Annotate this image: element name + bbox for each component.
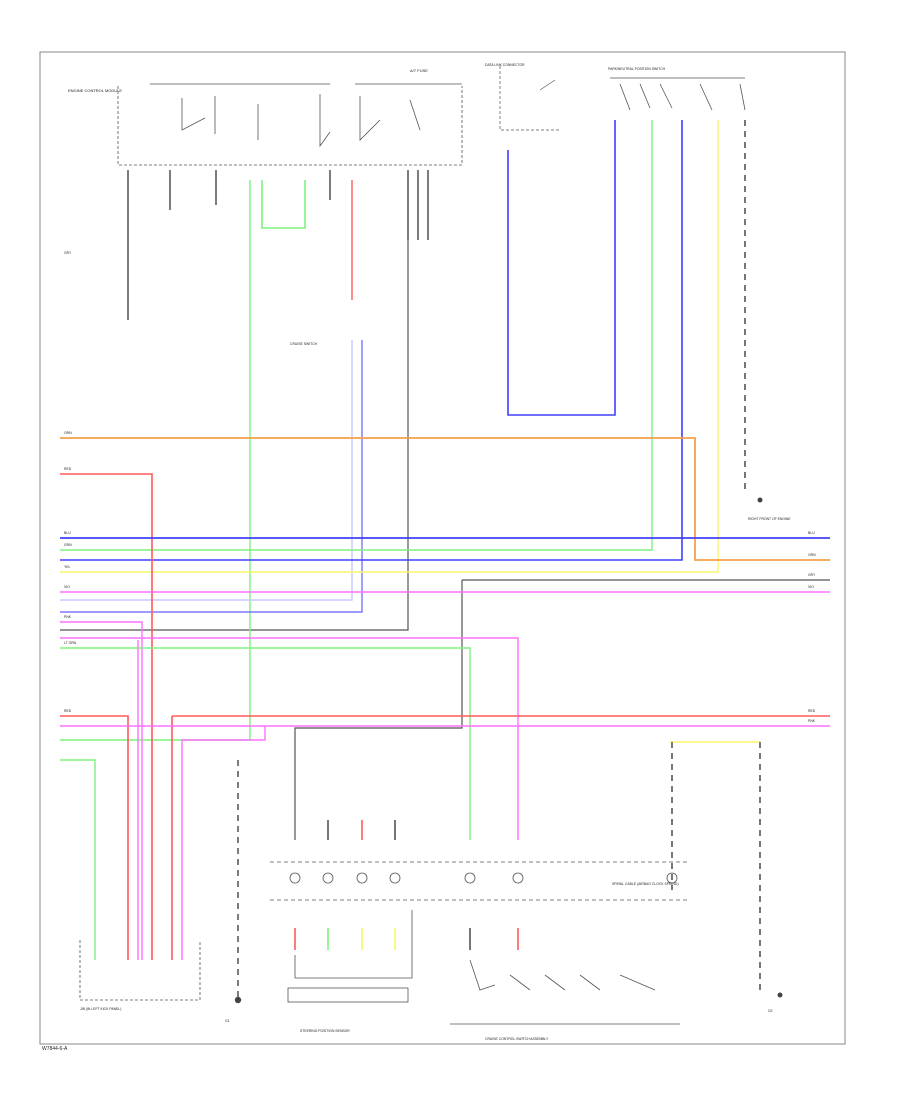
ground-g2: [757, 497, 783, 998]
wire-gray-h: [294, 579, 830, 840]
steering-sensor-box: [287, 910, 413, 1003]
wire-red-right: [171, 715, 830, 960]
spiral-label: SPIRAL CABLE (AIRBAG CLOCK SPRING): [612, 882, 679, 886]
wire-green-right: [60, 120, 653, 551]
cruise-switch-assembly: [450, 959, 680, 1025]
bottom-stubs: [294, 820, 519, 950]
footer-code: W7844-6-A: [42, 1046, 68, 1052]
wire-green-lower: [60, 759, 96, 960]
tag-yellow: YEL: [64, 565, 71, 569]
switch-box-top-right: [499, 66, 560, 131]
wire-magenta-3: [60, 637, 519, 840]
tag-red: RED: [64, 467, 72, 471]
ground-g2-label: RIGHT FRONT OF ENGINE: [748, 517, 791, 521]
left-connector-label: J/B (IN LEFT KICK PANEL): [80, 1007, 121, 1011]
dlc-label: DATA LINK CONNECTOR: [485, 63, 525, 67]
wire-green-loop: [261, 180, 306, 229]
tag-red-lower: RED: [64, 709, 72, 713]
ecm-label: ENGINE CONTROL MODULE: [68, 88, 122, 93]
wire-green-long: [60, 180, 251, 741]
tag-green: GRN: [64, 543, 72, 547]
wire-gray-down: [60, 240, 409, 631]
wire-red-h: [60, 473, 153, 960]
tag-right-gray: GRY: [808, 573, 816, 577]
mid-component-label: CRUISE SWITCH: [290, 342, 318, 346]
wire-orange: [60, 437, 830, 561]
tag-violet: VIO: [64, 585, 70, 589]
wire-blue-loop: [507, 120, 616, 416]
ecm-wires: [127, 170, 429, 320]
ground-g1-label: G1: [225, 1019, 230, 1023]
engine-control-module: [117, 83, 463, 166]
wire-blue-violet: [60, 340, 363, 613]
steering-sensor-label: STEERING POSITION SENSOR: [300, 1029, 350, 1033]
tag-right-orange: ORN: [808, 553, 816, 557]
shift-switch-label: PARK/NEUTRAL POSITION SWITCH: [608, 67, 666, 71]
tag-ltgreen: LT GRN: [64, 641, 77, 645]
tag-right-pink: PNK: [808, 719, 816, 723]
tag-pink: PNK: [64, 615, 72, 619]
tag-right-blue: BLU: [808, 531, 815, 535]
ground-right-label: G2: [768, 1009, 773, 1013]
diagram-frame: [39, 51, 846, 1045]
fuse-label: A/T FUSE: [410, 68, 428, 73]
wire-lilac-top: [60, 340, 353, 601]
left-wire-tags: ORN RED BLU GRN YEL VIO PNK LT GRN RED G…: [64, 251, 77, 713]
cruise-assembly-label: CRUISE CONTROL SWITCH ASSEMBLY: [485, 1037, 549, 1041]
wire-yellow-right: [60, 120, 719, 573]
spiral-connector-row: [270, 861, 690, 901]
wire-magenta-lower: [60, 725, 830, 960]
tag-gray-top: GRY: [64, 251, 72, 255]
tag-blue: BLU: [64, 531, 71, 535]
wire-blue-right: [60, 120, 683, 561]
left-connector: [79, 940, 201, 1001]
wire-red-lower: [60, 715, 129, 960]
wire-magenta-2: [60, 621, 143, 960]
wire-lightgreen-h: [60, 647, 471, 840]
park-neutral-switch: [610, 77, 746, 111]
tag-right-violet: VIO: [808, 585, 814, 589]
tag-right-red: RED: [808, 709, 816, 713]
ground-g1: [234, 760, 242, 1004]
tag-orange: ORN: [64, 431, 72, 435]
right-wire-tags: BLU ORN GRY VIO RED PNK: [808, 531, 816, 723]
